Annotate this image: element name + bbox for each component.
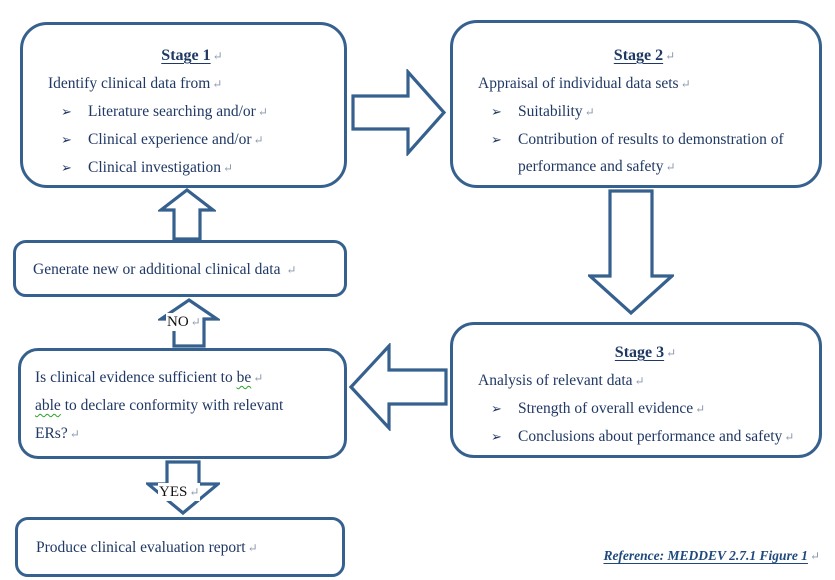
produce-report-box: Produce clinical evaluation report↵ — [15, 517, 345, 577]
stage1-bullet-2: ➢ Clinical experience and/or↵ — [61, 126, 336, 154]
stage2-bullet-2: ➢ Contribution of results to demonstratio… — [491, 126, 811, 181]
return-mark-icon: ↵ — [253, 133, 264, 147]
stage3-intro: Analysis of relevant data↵ — [478, 367, 813, 395]
no-label-text: NO — [167, 314, 189, 330]
reference-caption-text: Reference: MEDDEV 2.7.1 Figure 1 — [603, 548, 808, 563]
arrow-stage2-to-stage3-icon — [588, 189, 674, 316]
stage3-bullet-2-text: Conclusions about performance and safety — [518, 428, 783, 445]
stage2-title-text: Stage 2 — [613, 47, 664, 64]
return-mark-icon: ↵ — [666, 346, 677, 360]
grammar-squiggle-word: be — [236, 369, 252, 386]
return-mark-icon: ↵ — [680, 77, 691, 91]
stage1-box: Stage 1↵ Identify clinical data from↵ ➢L… — [20, 22, 347, 188]
return-mark-icon: ↵ — [190, 315, 201, 329]
yes-label-text: YES — [159, 484, 188, 500]
bullet-arrow-icon: ➢ — [61, 160, 72, 175]
stage2-box: Stage 2↵ Appraisal of individual data se… — [450, 20, 822, 188]
question-box: Is clinical evidence sufficient to be↵ a… — [18, 348, 347, 459]
generate-data-text-content: Generate new or additional clinical data — [33, 261, 285, 278]
return-mark-icon: ↵ — [253, 371, 264, 385]
stage2-bullet-1: ➢ Suitability↵ — [491, 98, 811, 126]
stage1-title-text: Stage 1 — [161, 47, 211, 64]
stage3-bullet-1: ➢ Strength of overall evidence↵ — [491, 395, 813, 423]
yes-label: YES↵ — [158, 483, 201, 501]
return-mark-icon: ↵ — [69, 427, 80, 441]
stage3-box: Stage 3↵ Analysis of relevant data↵ ➢Str… — [450, 322, 822, 458]
return-mark-icon: ↵ — [189, 485, 200, 499]
return-mark-icon: ↵ — [695, 402, 706, 416]
arrow-generate-to-stage1-icon — [158, 188, 216, 241]
grammar-squiggle-word: able — [35, 397, 61, 414]
stage3-title-text: Stage 3 — [614, 344, 665, 361]
stage3-intro-text: Analysis of relevant data — [478, 372, 633, 389]
return-mark-icon: ↵ — [809, 549, 820, 563]
stage1-bullet-1-text: Literature searching and/or — [88, 103, 256, 120]
question-line-1: Is clinical evidence sufficient to be↵ — [35, 364, 336, 392]
return-mark-icon: ↵ — [212, 49, 223, 63]
stage3-bullet-2: ➢ Conclusions about performance and safet… — [491, 423, 813, 451]
generate-data-text: Generate new or additional clinical data… — [33, 256, 336, 284]
stage1-intro-text: Identify clinical data from — [48, 75, 211, 92]
stage3-bullet-1-text: Strength of overall evidence — [518, 400, 694, 417]
return-mark-icon: ↵ — [223, 161, 234, 175]
bullet-arrow-icon: ➢ — [491, 401, 502, 416]
stage2-intro: Appraisal of individual data sets↵ — [478, 70, 811, 98]
bullet-arrow-icon: ➢ — [61, 104, 72, 119]
stage2-bullet-1-text: Suitability — [518, 103, 583, 120]
bullet-arrow-icon: ➢ — [491, 429, 502, 444]
return-mark-icon: ↵ — [286, 263, 297, 277]
stage2-bullet-2-text: Contribution of results to demonstration… — [518, 131, 784, 175]
return-mark-icon: ↵ — [212, 77, 223, 91]
no-label: NO↵ — [166, 313, 202, 331]
bullet-arrow-icon: ➢ — [61, 132, 72, 147]
return-mark-icon: ↵ — [247, 541, 258, 555]
stage1-intro: Identify clinical data from↵ — [48, 70, 336, 98]
question-line-3: ERs?↵ — [35, 420, 336, 448]
reference-caption: Reference: MEDDEV 2.7.1 Figure 1↵ — [460, 548, 820, 564]
question-line-2-text: to declare conformity with relevant — [60, 397, 284, 414]
return-mark-icon: ↵ — [634, 374, 645, 388]
question-line-1-text: Is clinical evidence sufficient to — [35, 369, 237, 386]
generate-data-box: Generate new or additional clinical data… — [13, 240, 347, 297]
bullet-arrow-icon: ➢ — [491, 104, 502, 119]
stage1-bullet-3-text: Clinical investigation — [88, 159, 222, 176]
stage1-bullet-2-text: Clinical experience and/or — [88, 131, 252, 148]
return-mark-icon: ↵ — [584, 105, 595, 119]
stage1-title: Stage 1↵ — [48, 42, 336, 70]
produce-report-text: Produce clinical evaluation report↵ — [36, 534, 334, 562]
question-line-2: able to declare conformity with relevant — [35, 392, 336, 420]
return-mark-icon: ↵ — [257, 105, 268, 119]
stage3-title: Stage 3↵ — [478, 339, 813, 367]
return-mark-icon: ↵ — [784, 430, 795, 444]
question-line-3-text: ERs? — [35, 425, 68, 442]
stage1-bullet-3: ➢ Clinical investigation↵ — [61, 154, 336, 182]
return-mark-icon: ↵ — [665, 49, 676, 63]
stage2-intro-text: Appraisal of individual data sets — [478, 75, 679, 92]
stage1-bullet-1: ➢ Literature searching and/or↵ — [61, 98, 336, 126]
produce-report-text-content: Produce clinical evaluation report — [36, 539, 246, 556]
return-mark-icon: ↵ — [665, 160, 676, 174]
arrow-stage3-to-question-icon — [349, 343, 448, 431]
bullet-arrow-icon: ➢ — [491, 132, 502, 147]
arrow-stage1-to-stage2-icon — [351, 69, 447, 156]
stage2-title: Stage 2↵ — [478, 42, 811, 70]
